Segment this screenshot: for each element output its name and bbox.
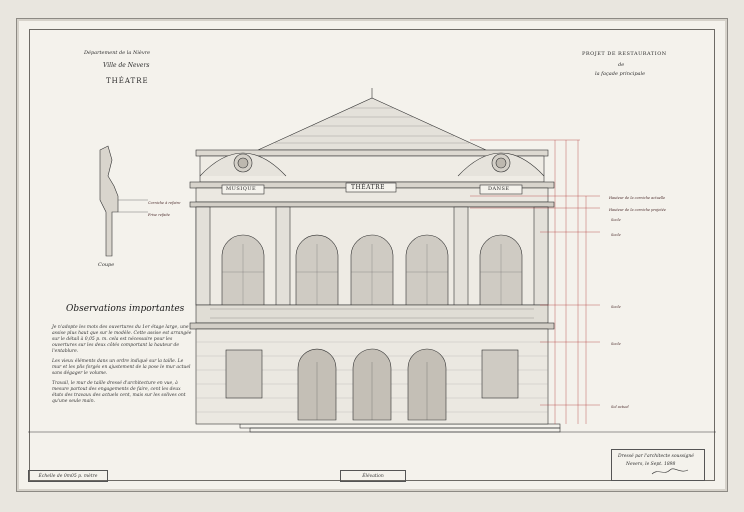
observation-para-1: Je n'adopte les mots des ouvertures du 1… bbox=[52, 325, 192, 354]
observations-title: Observations importantes bbox=[66, 304, 185, 314]
right-note-5: Socle bbox=[611, 305, 621, 309]
right-note-4: Socle bbox=[611, 233, 621, 237]
right-note-6: Socle bbox=[611, 342, 621, 346]
observation-para-2: Les vieux éléments dans un ordre indiqué… bbox=[52, 359, 191, 376]
right-sign-text: DANSE bbox=[488, 186, 510, 192]
right-note-7: Sol actuel bbox=[611, 405, 629, 409]
signature-line-1: Dressé par l'architecte soussigné bbox=[618, 454, 694, 459]
observations-notes: Je n'adopte les mots des ouvertures du 1… bbox=[52, 325, 192, 409]
project-facade: la façade principale bbox=[595, 71, 646, 77]
left-sign-board bbox=[221, 184, 265, 195]
department-label: Département de la Nièvre bbox=[84, 50, 151, 56]
left-sign-text: MUSIQUE bbox=[226, 186, 257, 192]
building-label: THÉATRE bbox=[106, 77, 149, 85]
left-note-2: Frise refaite bbox=[148, 213, 170, 217]
elevation-label: Élévation bbox=[340, 470, 406, 482]
right-note-2: Hauteur de la corniche projetée bbox=[609, 208, 666, 212]
right-note-3: Socle bbox=[611, 218, 621, 222]
drawing-border bbox=[29, 29, 715, 481]
signature-line-2: Nevers, le Sept. 1898 bbox=[626, 462, 676, 467]
left-note-1: Corniche à refaire bbox=[148, 201, 181, 205]
center-sign-board bbox=[345, 182, 397, 193]
section-label: Coupe bbox=[98, 262, 115, 268]
right-sign-board bbox=[479, 184, 523, 195]
center-sign-text: THÉATRE bbox=[351, 184, 386, 191]
roof bbox=[257, 97, 487, 151]
observation-para-3: Travail, le mur de taille dressé d'archi… bbox=[52, 381, 186, 404]
project-title: PROJET DE RESTAURATION bbox=[582, 51, 667, 57]
scale-box: Échelle de 0m05 p. mètre bbox=[28, 470, 108, 482]
signature-mark bbox=[651, 468, 689, 475]
signature-box: Dressé par l'architecte soussigné Nevers… bbox=[611, 449, 705, 481]
project-conj: de bbox=[618, 62, 625, 68]
right-note-1: Hauteur de la corniche actuelle bbox=[609, 196, 666, 200]
town-label: Ville de Nevers bbox=[103, 62, 150, 69]
